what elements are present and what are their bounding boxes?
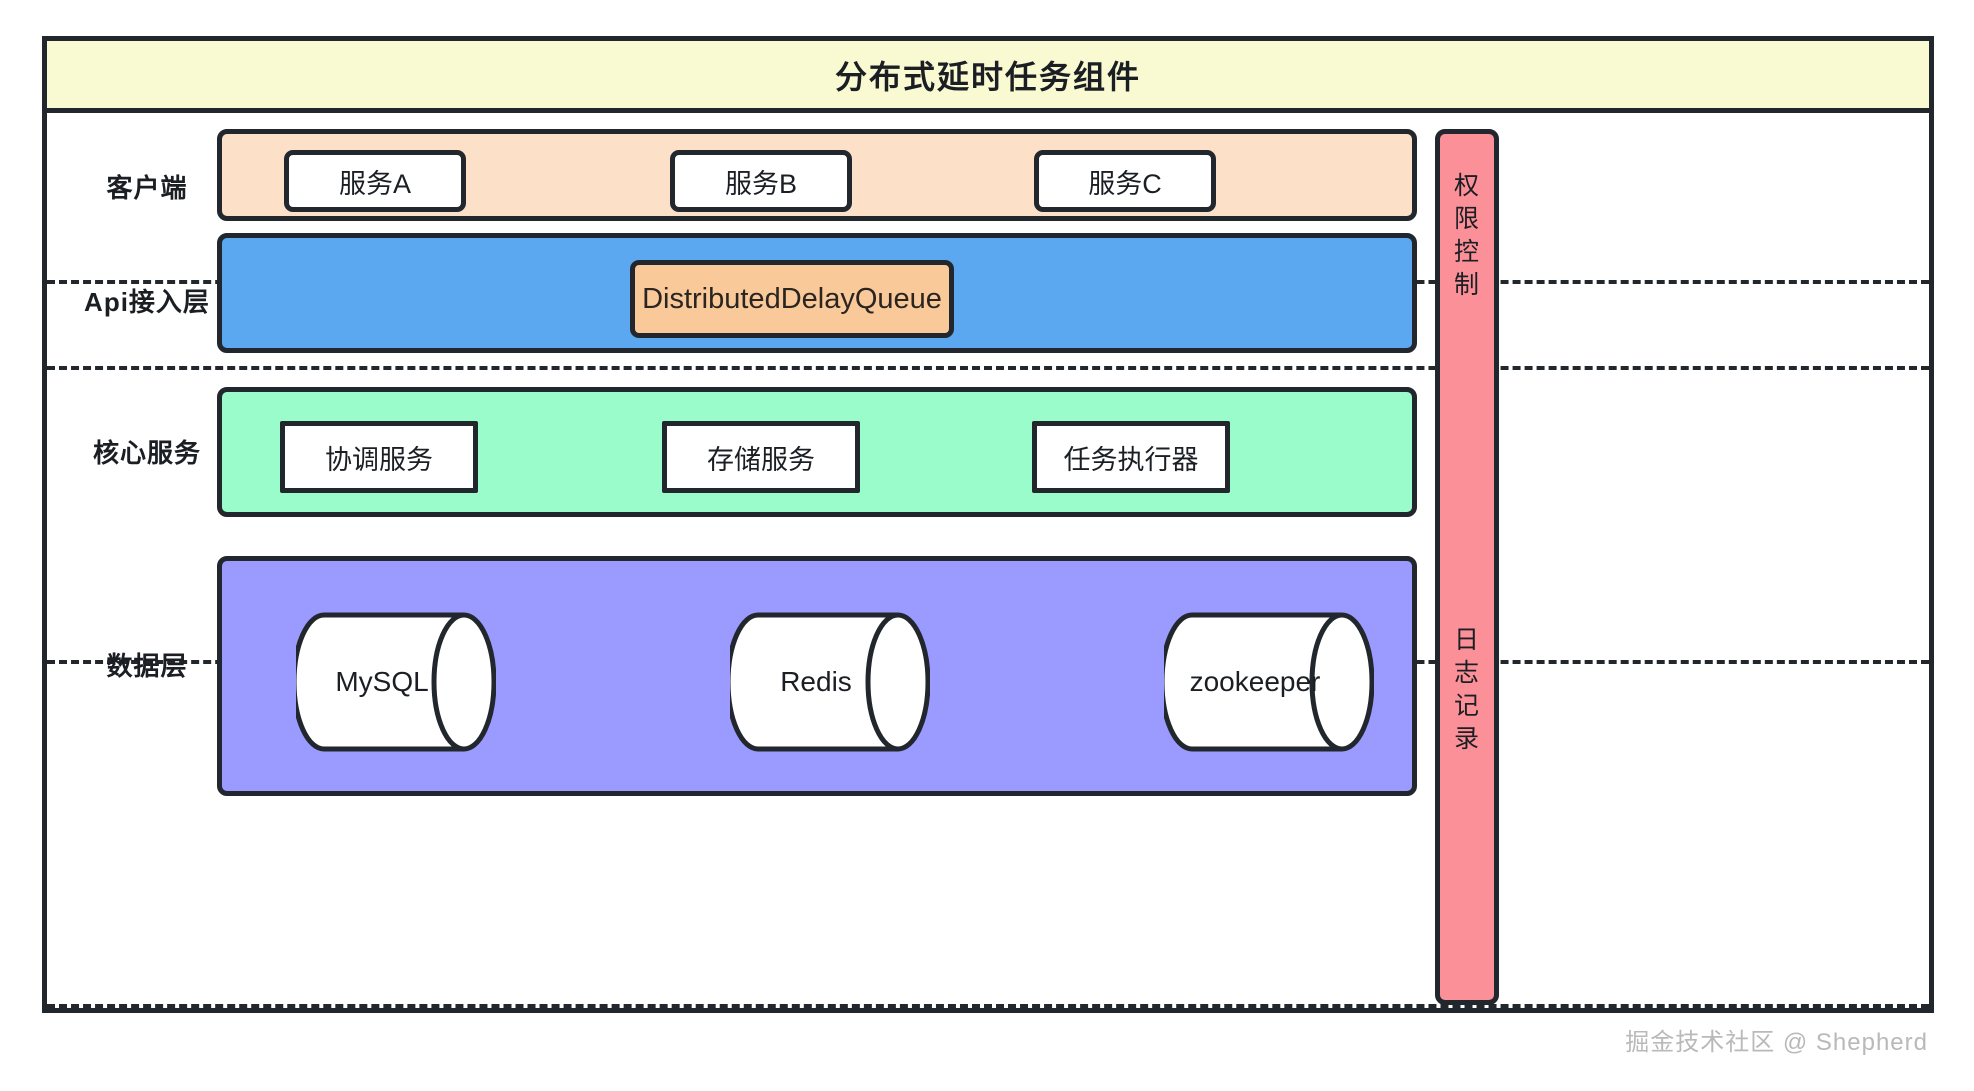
layer-band-data: MySQL Redis zookeeper	[217, 556, 1417, 796]
node-zookeeper-cylinder[interactable]: zookeeper	[1164, 608, 1374, 756]
node-service-b[interactable]: 服务B	[670, 150, 852, 212]
diagram-title: 分布式延时任务组件	[834, 58, 1141, 95]
node-service-c[interactable]: 服务C	[1034, 150, 1216, 212]
diagram-title-band: 分布式延时任务组件	[47, 41, 1929, 113]
diagram-outer-frame: 分布式延时任务组件 客户端 Api接入层 核心服务 数据层 服务A 服务B 服务…	[42, 36, 1934, 1013]
node-storage-service[interactable]: 存储服务	[662, 421, 860, 493]
layer-divider-bottom	[47, 1004, 1929, 1008]
layer-label-data: 数据层	[106, 651, 188, 681]
node-task-executor[interactable]: 任务执行器	[1032, 421, 1230, 493]
sidebar-char-4: 日	[1453, 626, 1480, 654]
watermark: 掘金技术社区 @ Shepherd	[1625, 1029, 1928, 1056]
node-redis-cylinder[interactable]: Redis	[730, 608, 930, 756]
sidebar-char-6: 记	[1453, 692, 1480, 720]
sidebar-cross-cutting-concerns[interactable]: 权 限 控 制 日 志 记 录	[1435, 129, 1499, 1005]
node-mysql-cylinder[interactable]: MySQL	[296, 608, 496, 756]
sidebar-char-5: 志	[1453, 659, 1480, 687]
layer-label-client: 客户端	[106, 173, 188, 203]
node-coordination-service[interactable]: 协调服务	[280, 421, 478, 493]
layer-label-core: 核心服务	[92, 438, 201, 468]
sidebar-char-2: 控	[1453, 238, 1480, 266]
sidebar-section-logging: 日 志 记 录	[1440, 624, 1494, 756]
sidebar-char-0: 权	[1453, 172, 1480, 200]
sidebar-section-access-control: 权 限 控 制	[1440, 170, 1494, 302]
layer-divider-api-core	[47, 366, 1929, 370]
layer-band-api: DistributedDelayQueue	[217, 233, 1417, 353]
layer-band-core: 协调服务 存储服务 任务执行器	[217, 387, 1417, 517]
sidebar-char-3: 制	[1453, 271, 1480, 299]
sidebar-char-7: 录	[1453, 725, 1480, 753]
sidebar-char-1: 限	[1453, 205, 1480, 233]
layer-band-client: 服务A 服务B 服务C	[217, 129, 1417, 221]
node-service-a[interactable]: 服务A	[284, 150, 466, 212]
node-distributed-delay-queue[interactable]: DistributedDelayQueue	[630, 260, 954, 338]
layer-label-api: Api接入层	[84, 287, 210, 317]
